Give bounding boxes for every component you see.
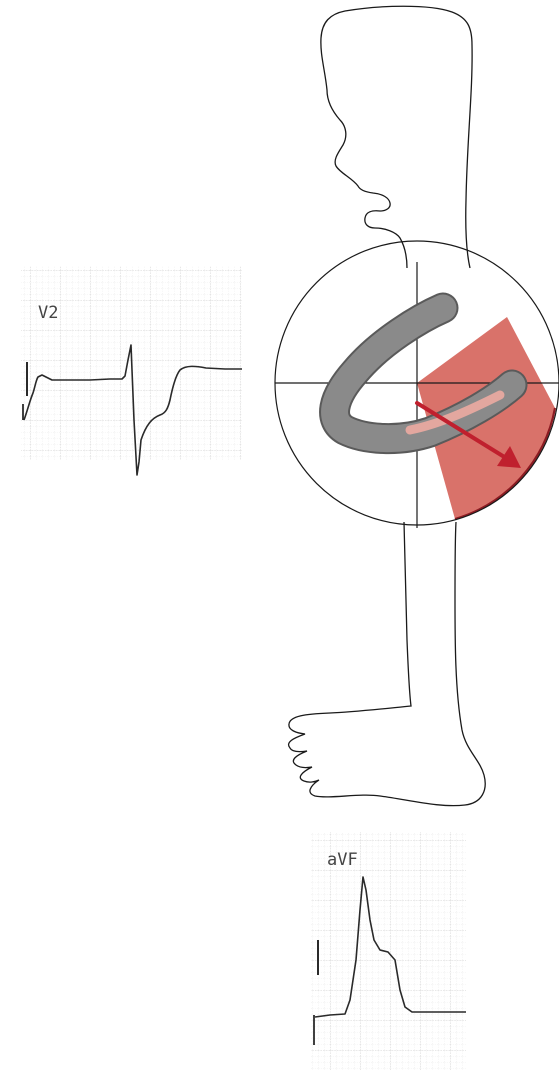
v2-lead-label: V2 xyxy=(38,303,58,323)
heart-circle-group xyxy=(275,241,559,528)
avf-lead-label: aVF xyxy=(327,850,358,870)
head-neck-outline xyxy=(321,6,472,268)
ecg-strip-v2: V2 xyxy=(21,266,242,475)
legs-foot-outline xyxy=(289,522,486,806)
ecg-strip-avf: aVF xyxy=(311,832,466,1070)
